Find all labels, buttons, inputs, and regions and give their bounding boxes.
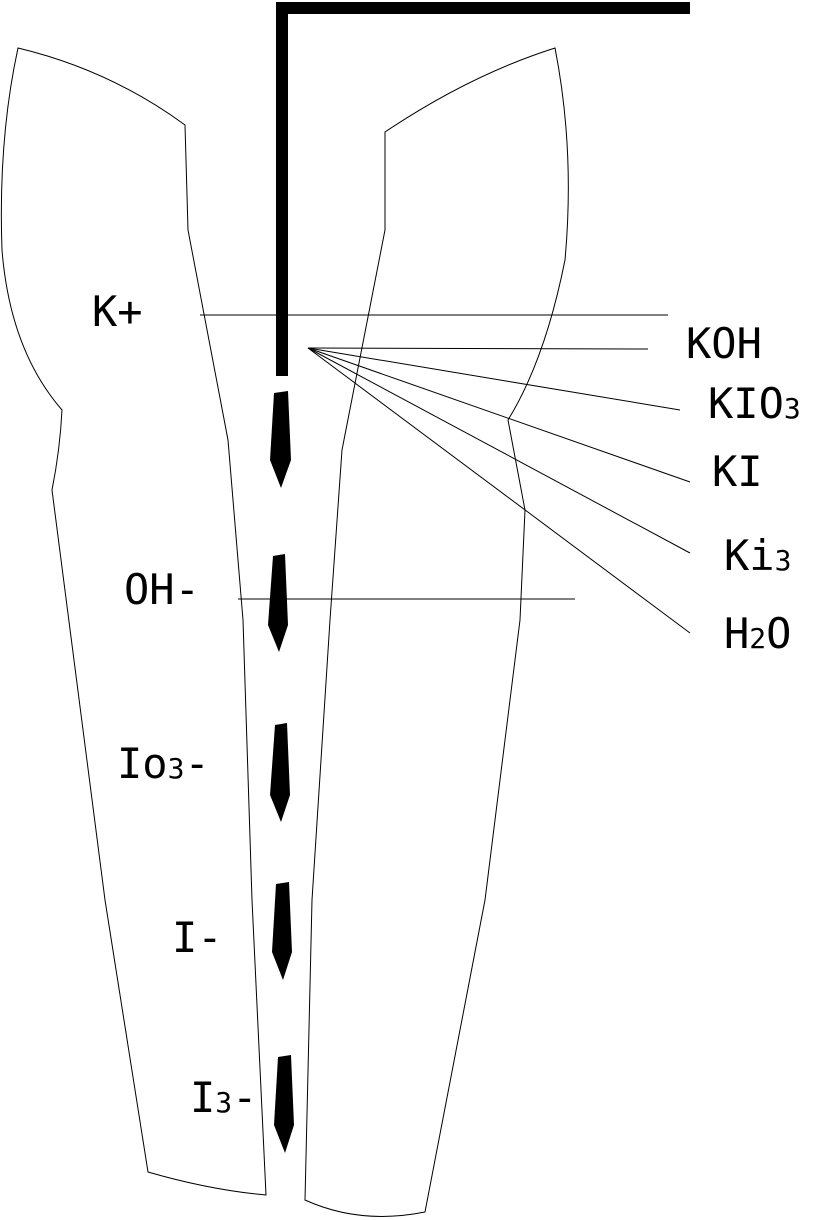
current-drop-4 [272, 882, 292, 980]
ion-label-oh-minus: OH- [124, 565, 200, 614]
ion-label-io3-minus: Io3- [117, 739, 210, 788]
compound-label-ki3: Ki3 [724, 531, 791, 580]
electrode-wire [276, 2, 690, 376]
compound-label-koh: KOH [686, 319, 762, 368]
leader-kio3 [307, 347, 681, 411]
current-drop-5 [274, 1055, 294, 1153]
compound-label-h2o: H2O [724, 609, 791, 658]
right-channel-shape [304, 47, 569, 1217]
leader-ki3 [307, 347, 691, 554]
ion-label-k-plus: K+ [92, 287, 143, 336]
ion-label-i3-minus: I3- [190, 1073, 257, 1122]
ion-label-i-minus: I- [172, 913, 223, 962]
current-drop-3 [270, 723, 290, 822]
compound-label-ki: KI [712, 447, 763, 496]
leader-ki [307, 347, 691, 483]
leader-koh [307, 347, 649, 350]
left-channel-shape [0, 47, 267, 1196]
leader-h2o [307, 347, 691, 634]
compound-label-kio3: KIO3 [708, 379, 801, 428]
current-drop-2 [268, 554, 288, 652]
current-drop-1 [270, 391, 291, 488]
